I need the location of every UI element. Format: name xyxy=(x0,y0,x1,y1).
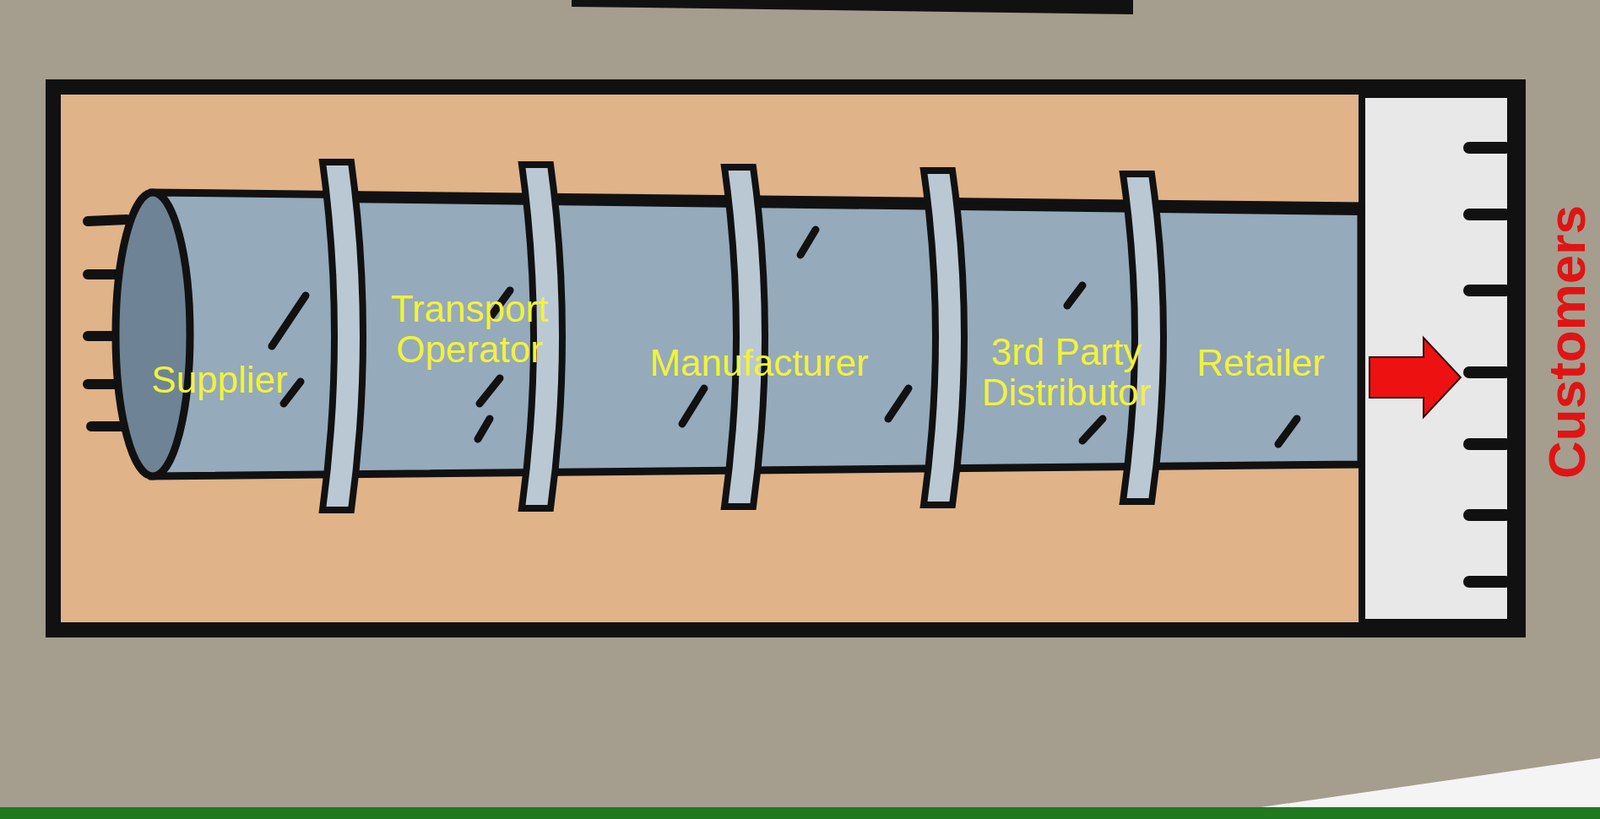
customer-label: Customers xyxy=(1536,205,1597,479)
stage-label: Retailer xyxy=(1167,342,1354,384)
pipe-highlights xyxy=(271,229,1297,445)
stage-label: 3rd Party Distributor xyxy=(976,331,1157,414)
tick xyxy=(1469,366,1506,379)
pipe-opening xyxy=(115,192,190,477)
stage-label: Manufacturer xyxy=(619,342,899,384)
tick xyxy=(87,219,127,222)
tick xyxy=(1469,509,1506,521)
top-edge xyxy=(571,0,1134,15)
slash xyxy=(479,378,500,404)
flow-arrow xyxy=(1369,337,1461,418)
tick xyxy=(1469,141,1506,154)
stage-label: Supplier xyxy=(113,359,326,401)
pipe-ring xyxy=(322,162,364,510)
pipe-segment: Manufacturer xyxy=(619,342,899,384)
bottom-wedge xyxy=(1249,758,1600,809)
slash xyxy=(1067,285,1083,306)
frame xyxy=(53,86,1519,630)
stage-label: Transport Operator xyxy=(380,288,559,371)
pipe-rings xyxy=(322,162,1164,510)
slash xyxy=(1278,418,1297,445)
pipe-ring xyxy=(724,167,765,507)
slash xyxy=(682,388,705,424)
outlet-ticks xyxy=(1469,147,1506,582)
pipe-shadow xyxy=(337,198,1362,212)
slash xyxy=(271,295,306,347)
slash xyxy=(477,418,490,440)
tick xyxy=(1469,438,1506,451)
slash xyxy=(888,388,909,419)
bottom-bar xyxy=(0,807,1600,819)
outlet-panel xyxy=(1361,94,1511,623)
pipe-segment: Transport Operator xyxy=(380,288,559,371)
tick xyxy=(1469,575,1506,588)
pipe-ring xyxy=(923,170,965,505)
pipe-segment: Supplier xyxy=(113,359,326,401)
pipe-segment: Retailer xyxy=(1167,342,1354,384)
tick xyxy=(1469,208,1506,221)
tick xyxy=(1469,284,1506,297)
slash xyxy=(800,229,816,255)
slash xyxy=(1082,418,1103,441)
pipe-segment: 3rd Party Distributor xyxy=(976,331,1157,414)
